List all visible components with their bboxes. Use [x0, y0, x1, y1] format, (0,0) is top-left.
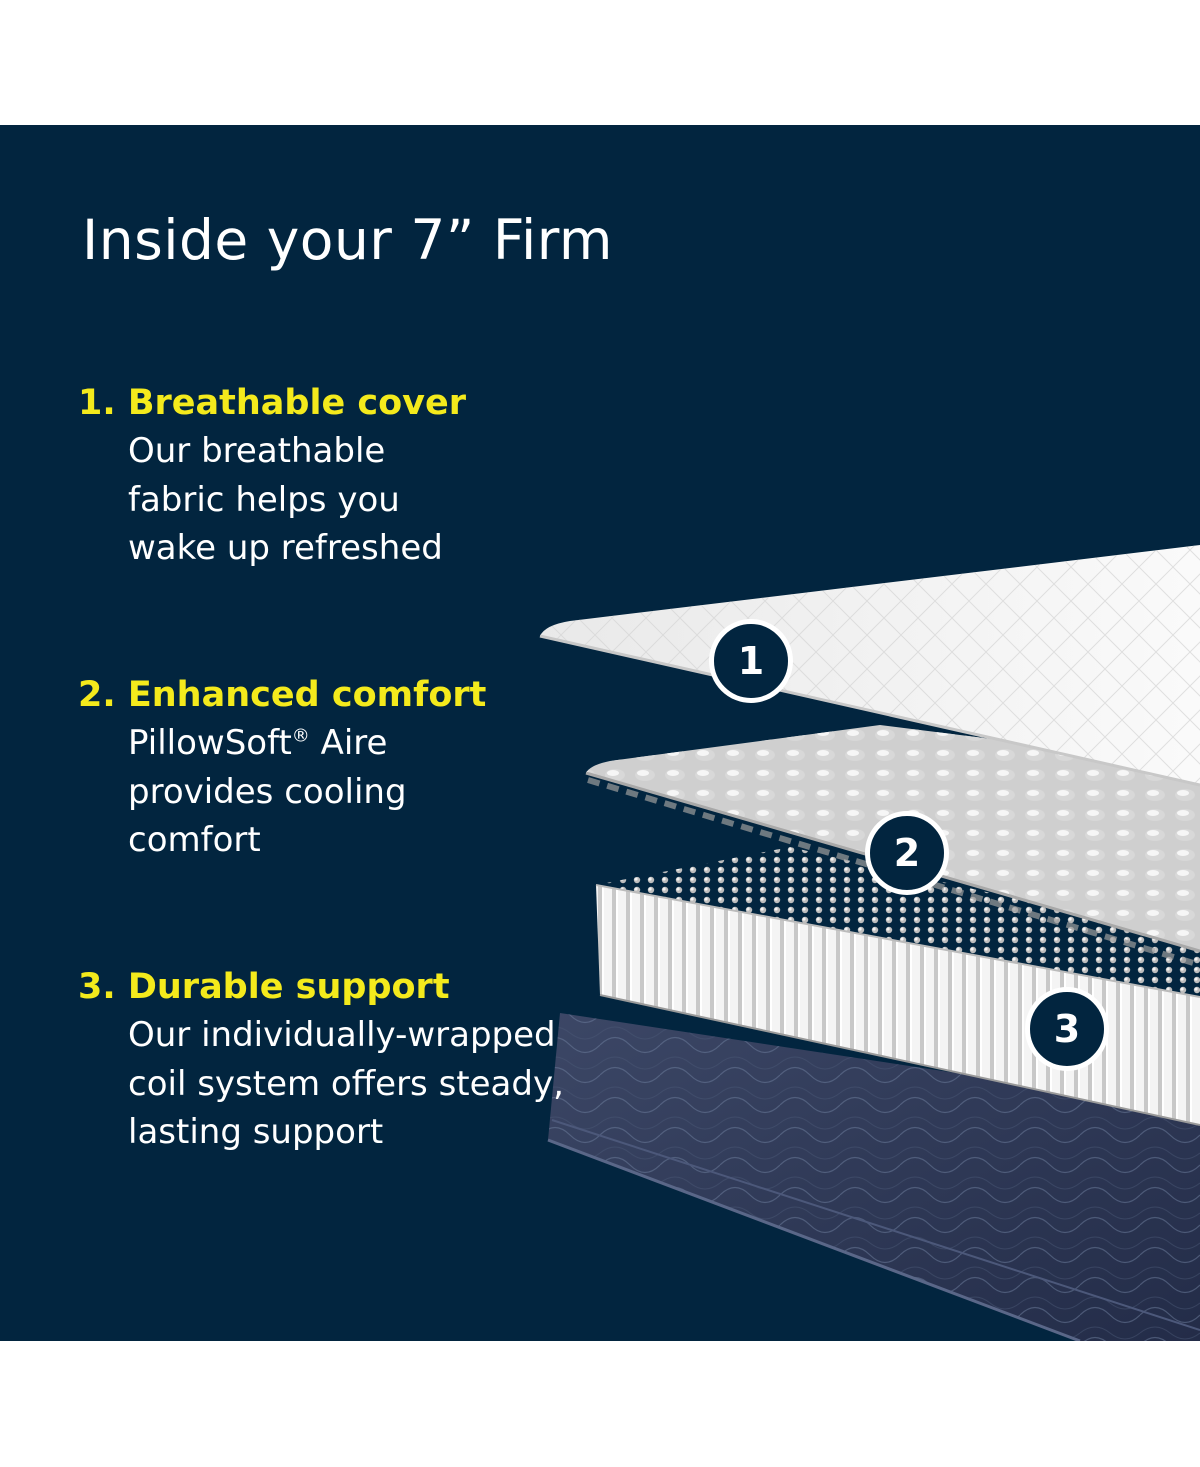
page-title: Inside your 7” Firm — [82, 208, 614, 272]
layer-3-badge-icon: 3 — [1025, 987, 1109, 1071]
feature-description-line: lasting support — [128, 1112, 384, 1152]
feature-description-line: PillowSoft® Aire — [128, 719, 698, 768]
feature-breathable-cover: 1. Breathable cover Our breathable fabri… — [78, 379, 698, 573]
feature-heading: 3. Durable support — [78, 967, 450, 1007]
feature-description-line: comfort — [128, 820, 261, 860]
feature-description-line: fabric helps you — [128, 479, 400, 520]
brand-name: PillowSoft — [128, 723, 292, 763]
feature-panel: Inside your 7” Firm 1. Breathable cover … — [0, 125, 1200, 1341]
feature-description: PillowSoft® Aire provides cooling comfor… — [128, 719, 698, 865]
feature-description: Our breathable fabric helps you wake up … — [128, 427, 698, 573]
cover-layer — [539, 545, 1200, 787]
feature-description-line: provides cooling — [128, 771, 407, 812]
feature-durable-support: 3. Durable support Our individually-wrap… — [78, 963, 698, 1157]
feature-description-line: Our breathable — [128, 431, 386, 471]
feature-description-line: Our individually-wrapped — [128, 1015, 556, 1055]
feature-enhanced-comfort: 2. Enhanced comfort PillowSoft® Aire pro… — [78, 671, 698, 865]
registered-mark: ® — [291, 725, 310, 747]
brand-suffix: Aire — [309, 723, 388, 763]
feature-heading: 1. Breathable cover — [78, 383, 466, 423]
feature-heading: 2. Enhanced comfort — [78, 675, 487, 715]
feature-description: Our individually-wrapped coil system off… — [128, 1011, 698, 1157]
base-layer — [547, 1013, 1200, 1341]
feature-description-line: wake up refreshed — [128, 528, 443, 568]
feature-description-line: coil system offers steady, — [128, 1063, 564, 1104]
layer-1-badge-icon: 1 — [709, 619, 793, 703]
layer-2-badge-icon: 2 — [865, 811, 949, 895]
